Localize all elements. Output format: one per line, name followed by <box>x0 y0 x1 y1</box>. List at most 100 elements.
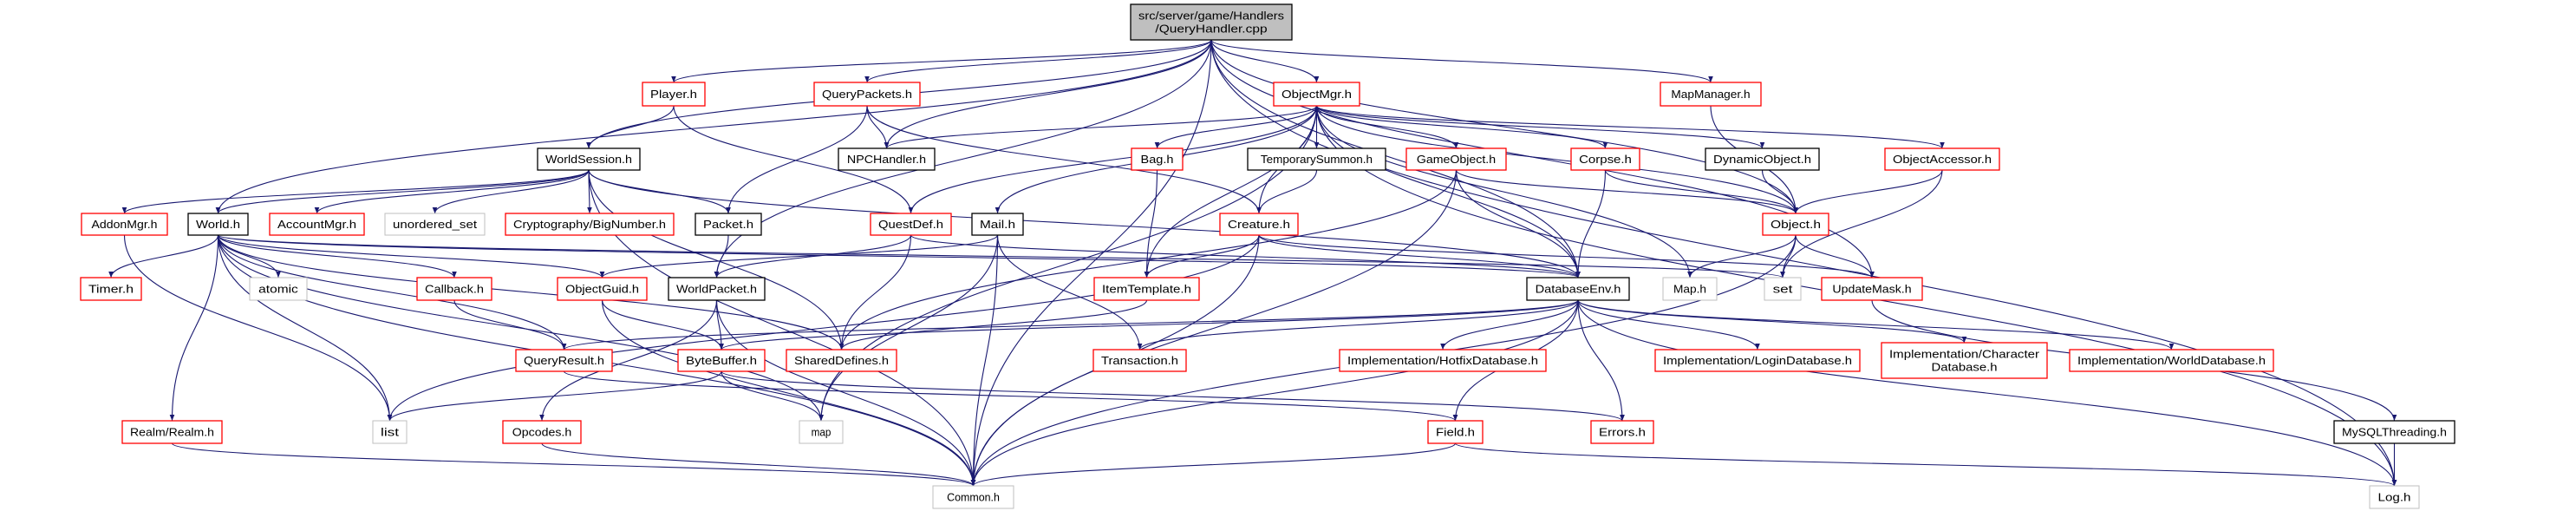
node-worldpacket[interactable]: WorldPacket.h <box>668 277 766 301</box>
node-tempsummon[interactable]: TemporarySummon.h <box>1247 147 1386 171</box>
node-player[interactable]: Player.h <box>642 82 706 107</box>
edge-player-to-worldsession <box>586 105 675 149</box>
node-field[interactable]: Field.h <box>1427 420 1484 444</box>
node-label: AddonMgr.h <box>92 218 158 231</box>
node-bignumber[interactable]: Cryptography/BigNumber.h <box>505 213 675 236</box>
edge-creature-to-updatemask <box>1258 234 1875 278</box>
node-box <box>1570 147 1640 171</box>
edge-field-to-log <box>1454 442 2397 487</box>
edge-bag-to-itemtemplate <box>1144 169 1158 278</box>
node-callback[interactable]: Callback.h <box>416 277 492 301</box>
edge-objectmgr-to-objectaccessor <box>1315 105 1945 149</box>
node-map: map <box>799 420 844 444</box>
node-box <box>870 213 952 236</box>
node-atomic: atomic <box>249 277 308 301</box>
node-box <box>668 277 766 301</box>
node-bytebuffer[interactable]: ByteBuffer.h <box>677 349 766 372</box>
node-errors[interactable]: Errors.h <box>1590 420 1654 444</box>
node-box <box>2333 420 2455 444</box>
node-box <box>677 349 766 372</box>
node-root[interactable]: src/server/game/Handlers/QueryHandler.cp… <box>1130 3 1293 41</box>
node-querypackets[interactable]: QueryPackets.h <box>813 82 921 107</box>
node-label: MySQLThreading.h <box>2342 426 2447 439</box>
edge-root-to-npchandler <box>884 39 1212 149</box>
node-label: unordered_set <box>393 218 477 231</box>
node-box <box>372 420 408 444</box>
edge-opcodes-to-common <box>541 442 976 487</box>
edge-objectmgr-to-map_h <box>1315 105 1692 278</box>
edge-corpse-to-object <box>1604 169 1798 214</box>
node-timer[interactable]: Timer.h <box>80 277 142 301</box>
node-logindb[interactable]: Implementation/LoginDatabase.h <box>1654 349 1861 372</box>
edge-addonmgr-to-list <box>123 234 393 422</box>
node-world[interactable]: World.h <box>187 213 249 236</box>
node-box <box>1405 147 1507 171</box>
node-label: Implementation/WorldDatabase.h <box>2077 354 2266 367</box>
node-box <box>971 213 1024 236</box>
node-label: Implementation/Character <box>1889 348 2040 361</box>
node-mapmanager[interactable]: MapManager.h <box>1660 82 1762 107</box>
node-object[interactable]: Object.h <box>1762 213 1829 236</box>
node-corpse[interactable]: Corpse.h <box>1570 147 1640 171</box>
node-hotfixdb[interactable]: Implementation/HotfixDatabase.h <box>1339 349 1547 372</box>
node-label: Errors.h <box>1599 426 1646 439</box>
edge-objectmgr-to-npchandler <box>884 105 1318 149</box>
node-label: Database.h <box>1932 361 1998 374</box>
node-shareddefines[interactable]: SharedDefines.h <box>786 349 897 372</box>
node-accountmgr[interactable]: AccountMgr.h <box>269 213 365 236</box>
node-packet[interactable]: Packet.h <box>695 213 762 236</box>
node-box <box>80 277 142 301</box>
edge-field-to-common <box>970 442 1457 487</box>
node-objectmgr[interactable]: ObjectMgr.h <box>1273 82 1360 107</box>
node-objectguid[interactable]: ObjectGuid.h <box>557 277 648 301</box>
edge-mail-to-objectguid <box>599 234 999 278</box>
edge-world-to-objectguid <box>217 234 605 278</box>
node-box <box>838 147 936 171</box>
edge-worldsession-to-databaseenv <box>588 169 1581 278</box>
node-worldsession[interactable]: WorldSession.h <box>537 147 641 171</box>
node-label: src/server/game/Handlers <box>1138 10 1285 23</box>
edge-objectguid-to-common <box>601 299 976 487</box>
node-label: Mail.h <box>980 218 1015 231</box>
node-box <box>786 349 897 372</box>
node-label: Corpse.h <box>1579 153 1632 166</box>
edge-objectmgr-to-bag <box>1154 105 1318 149</box>
node-opcodes[interactable]: Opcodes.h <box>502 420 582 444</box>
node-updatemask[interactable]: UpdateMask.h <box>1821 277 1923 301</box>
edge-databaseenv-to-queryresult <box>561 299 1579 350</box>
node-transaction[interactable]: Transaction.h <box>1092 349 1187 372</box>
node-mail[interactable]: Mail.h <box>971 213 1024 236</box>
edge-objectaccessor-to-set <box>1780 169 1943 278</box>
node-worlddb[interactable]: Implementation/WorldDatabase.h <box>2069 349 2274 372</box>
node-addonmgr[interactable]: AddonMgr.h <box>81 213 168 236</box>
edge-bytebuffer-to-map <box>721 370 824 422</box>
node-dynamicobject[interactable]: DynamicObject.h <box>1705 147 1820 171</box>
edge-worldsession-to-accountmgr <box>314 169 590 214</box>
edge-root-to-world <box>215 39 1212 214</box>
edge-root-to-updatemask <box>1210 39 1875 278</box>
edge-world-to-map <box>217 234 824 422</box>
edge-world-to-set <box>217 234 1785 278</box>
node-log: Log.h <box>2369 485 2420 509</box>
node-realm[interactable]: Realm/Realm.h <box>121 420 223 444</box>
node-queryresult[interactable]: QueryResult.h <box>515 349 613 372</box>
node-itemtemplate[interactable]: ItemTemplate.h <box>1093 277 1200 301</box>
node-objectaccessor[interactable]: ObjectAccessor.h <box>1884 147 2000 171</box>
node-bag[interactable]: Bag.h <box>1131 147 1184 171</box>
node-npchandler[interactable]: NPCHandler.h <box>838 147 936 171</box>
node-creature[interactable]: Creature.h <box>1219 213 1299 236</box>
node-databaseenv[interactable]: DatabaseEnv.h <box>1526 277 1630 301</box>
node-box <box>1705 147 1820 171</box>
node-gameobject[interactable]: GameObject.h <box>1405 147 1507 171</box>
node-questdef[interactable]: QuestDef.h <box>870 213 952 236</box>
node-label: list <box>381 426 400 439</box>
node-mysqlthreading[interactable]: MySQLThreading.h <box>2333 420 2455 444</box>
node-box <box>1590 420 1654 444</box>
node-box <box>1427 420 1484 444</box>
node-label: UpdateMask.h <box>1832 283 1911 296</box>
node-box <box>1273 82 1360 107</box>
edge-root-to-player <box>671 39 1212 83</box>
edge-databaseenv-to-common <box>970 299 1579 487</box>
node-box <box>121 420 223 444</box>
